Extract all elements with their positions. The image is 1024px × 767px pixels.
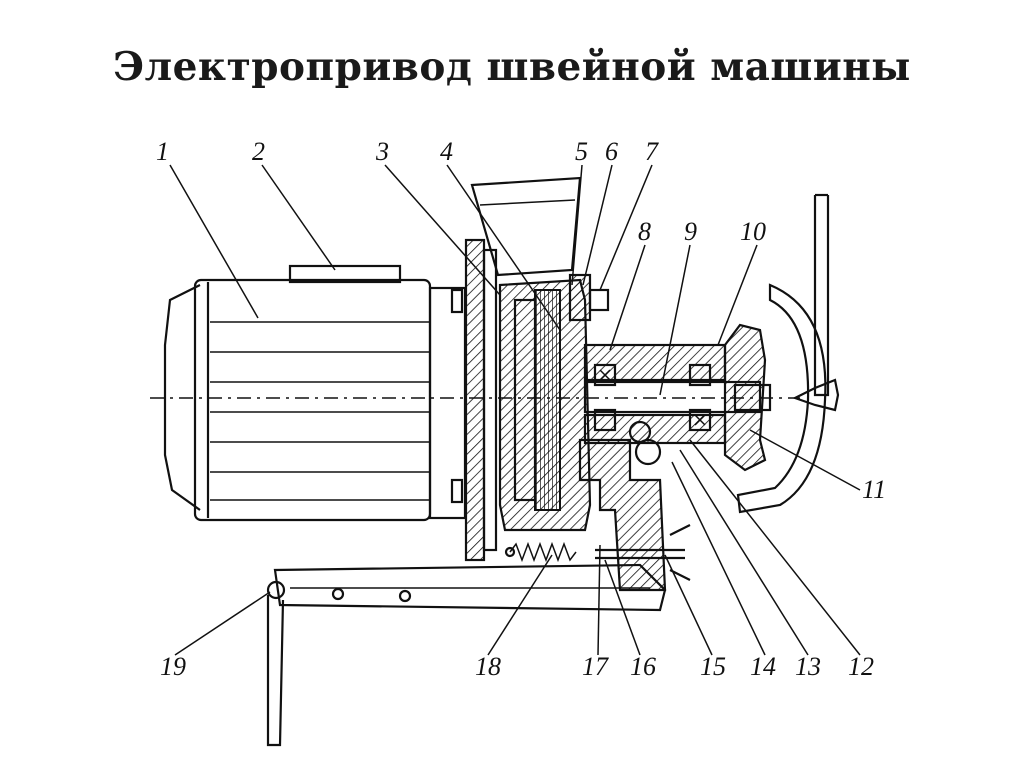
mounting-plate <box>464 238 486 562</box>
callout-15: 15 <box>700 652 726 681</box>
callout-12: 12 <box>848 652 874 681</box>
callout-16: 16 <box>630 652 656 681</box>
callout-11: 11 <box>862 475 886 504</box>
slide-title: Электропривод швейной машины <box>113 44 911 90</box>
callout-14: 14 <box>750 652 776 681</box>
terminal-box <box>288 264 402 284</box>
leader-lines <box>169 164 861 656</box>
lower-bracket <box>578 438 667 592</box>
pulley <box>723 323 767 472</box>
motor-end-flange <box>428 286 467 520</box>
callout-10: 10 <box>740 217 766 246</box>
callout-13: 13 <box>795 652 821 681</box>
friction-disc <box>534 289 561 511</box>
callout-6: 6 <box>605 137 618 166</box>
callout-4: 4 <box>440 137 453 166</box>
callout-3: 3 <box>375 137 389 166</box>
bearing-housing <box>583 343 727 382</box>
callout-5: 5 <box>575 137 588 166</box>
callout-8: 8 <box>638 217 651 246</box>
callout-18: 18 <box>475 652 501 681</box>
callout-1: 1 <box>156 137 169 166</box>
callout-7: 7 <box>645 137 659 166</box>
callout-17: 17 <box>582 652 609 681</box>
callout-19: 19 <box>160 652 186 681</box>
callout-2: 2 <box>252 137 265 166</box>
wing-nut <box>792 378 840 412</box>
mounting-rod <box>266 595 285 747</box>
base-plate <box>273 563 667 612</box>
spring <box>509 541 577 563</box>
belt-guard <box>470 176 582 277</box>
pulley-guard <box>736 283 827 514</box>
callout-9: 9 <box>684 217 697 246</box>
